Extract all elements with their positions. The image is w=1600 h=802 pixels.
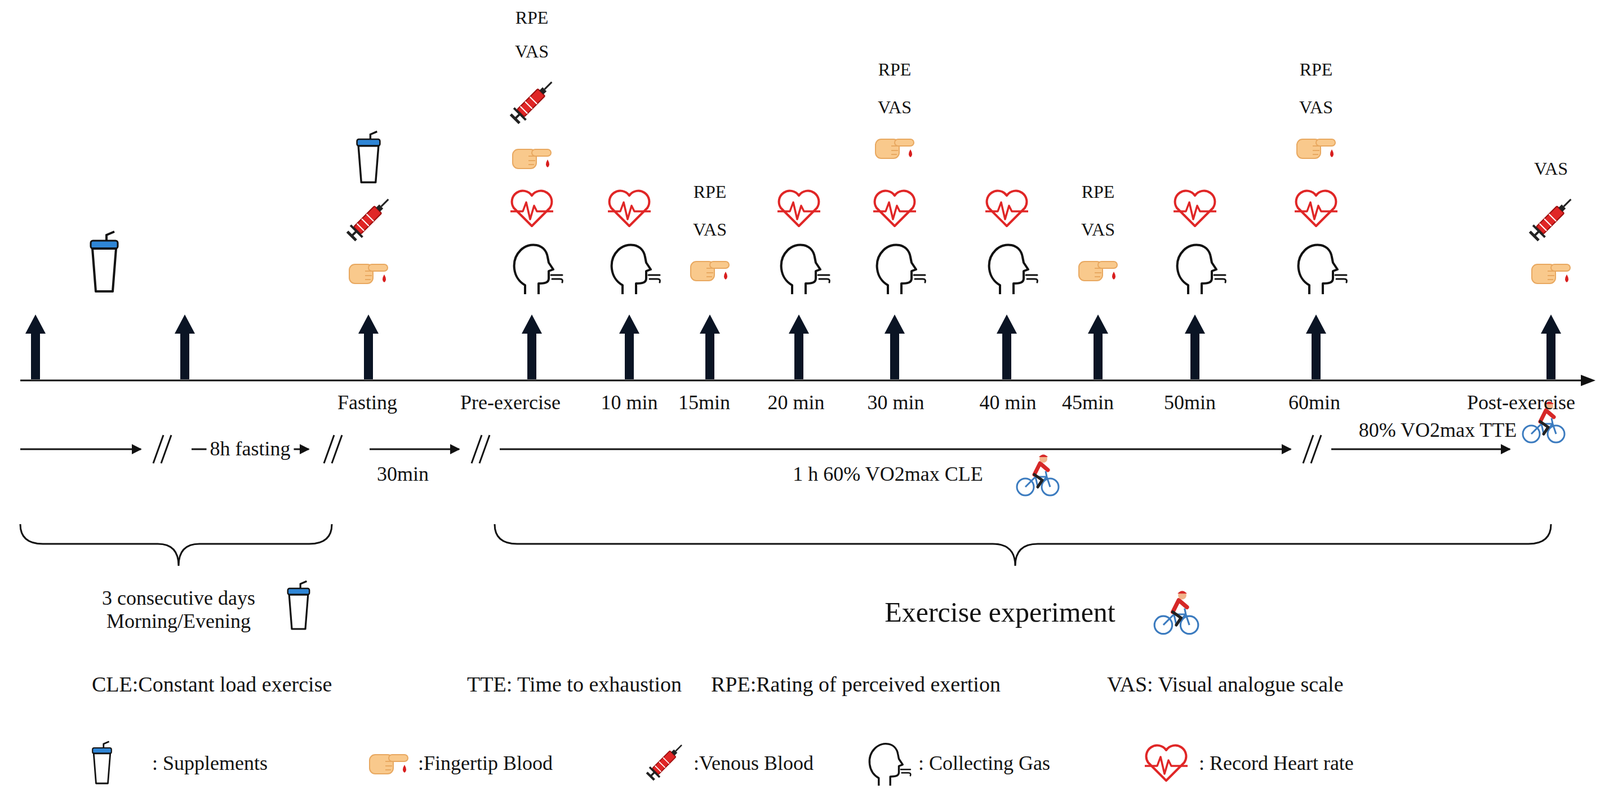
vas-label: VAS [692,219,727,240]
bracket [20,523,332,566]
rpe-label: RPE [1299,59,1333,80]
time-label: 60min [1288,390,1341,415]
break-marks [153,434,1322,464]
duration-label: 8h fasting [206,437,295,461]
time-label: 30 min [867,390,924,415]
vas-label: VAS [1081,219,1115,240]
axis-arrowhead [1580,374,1596,386]
group-title: Exercise experiment [884,596,1116,629]
abbreviation-note: TTE: Time to exhaustion [467,672,682,697]
abbreviation-note: RPE:Rating of perceived exertion [710,672,1001,697]
measurement-icons [90,76,1577,295]
phase-label: 1 h 60% VO2max CLE [792,462,983,486]
period-label: 3 consecutive days Morning/Evening [85,586,272,634]
vas-label: VAS [877,96,912,118]
time-label: 20 min [767,390,825,415]
legend-label: : Supplements [152,751,268,775]
time-label: 15min [678,390,731,415]
vas-label: VAS [1534,158,1568,180]
vas-label: VAS [1299,96,1333,118]
time-label: 45min [1061,390,1114,415]
time-label: Fasting [337,390,398,415]
rpe-label: RPE [515,7,549,29]
rpe-label: RPE [878,59,912,80]
duration-label: 30min [376,462,429,486]
time-label: Pre-exercise [460,390,561,415]
time-point-arrows [25,314,1562,380]
abbreviation-note: CLE:Constant load exercise [91,672,332,697]
legend-label: : Record Heart rate [1198,751,1354,775]
cyclist-icon [1154,590,1199,634]
phase-label: 80% VO2max TTE [1358,418,1518,442]
rpe-label: RPE [1081,181,1115,203]
legend-icons [92,739,1188,786]
bracket [494,523,1551,566]
legend-label: :Fingertip Blood [418,751,553,775]
rpe-label: RPE [693,181,727,203]
time-label: Post-exercise [1467,390,1576,415]
time-label: 10 min [600,390,658,415]
supplement-icon [287,580,310,629]
time-label: 50min [1163,390,1216,415]
legend-label: : Collecting Gas [918,751,1051,775]
time-label: 40 min [979,390,1037,415]
legend-label: :Venous Blood [693,751,814,775]
timeline-axis [20,379,1582,382]
vas-label: VAS [514,41,549,62]
abbreviation-note: VAS: Visual analogue scale [1107,672,1344,697]
cyclist-icon [1016,454,1059,496]
